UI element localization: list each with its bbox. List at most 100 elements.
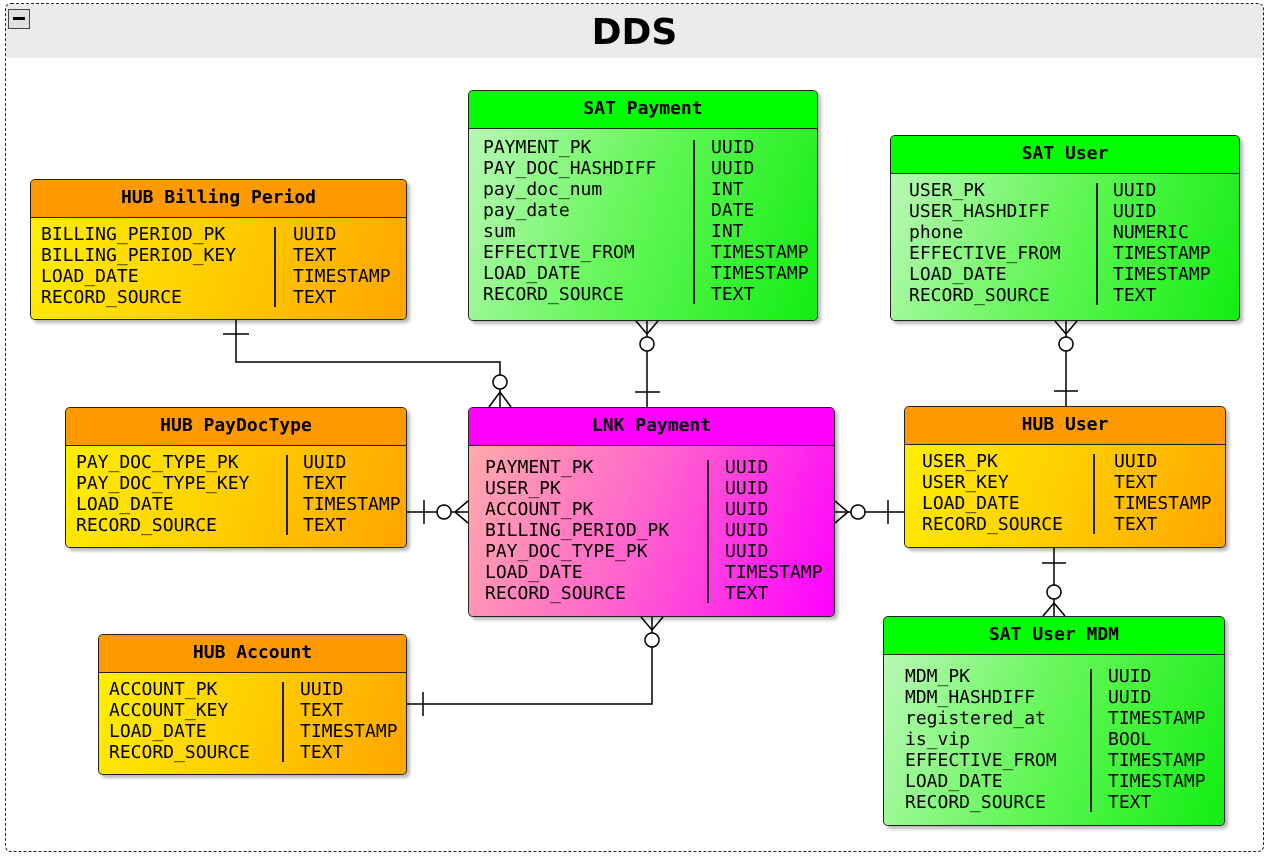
field-name: LOAD_DATE (76, 494, 174, 515)
field-row: EFFECTIVE_FROM TIMESTAMP (469, 242, 817, 263)
field-type: UUID (1113, 201, 1157, 222)
field-type: DATE (711, 200, 755, 221)
field-type: INT (711, 179, 744, 200)
field-name: BILLING_PERIOD_PK (41, 224, 226, 245)
column-divider (1090, 669, 1092, 812)
field-type: TIMESTAMP (300, 721, 398, 742)
crowfoot-marker (454, 511, 469, 524)
entity-title: HUB PayDocType (66, 408, 406, 446)
zero-marker (492, 374, 508, 390)
entity-title: HUB Billing Period (31, 180, 406, 218)
field-name: LOAD_DATE (485, 562, 583, 583)
field-name: RECORD_SOURCE (109, 742, 250, 763)
field-name: MDM_HASHDIFF (905, 687, 1036, 708)
field-name: is_vip (905, 729, 971, 750)
crowfoot-marker (834, 500, 849, 513)
crowfoot-marker (646, 320, 659, 335)
field-name: PAYMENT_PK (485, 457, 594, 478)
field-type: UUID (1108, 687, 1152, 708)
field-row: LOAD_DATE TIMESTAMP (884, 771, 1224, 792)
entity-title: LNK Payment (469, 408, 834, 446)
column-divider (1096, 183, 1098, 305)
collapse-icon[interactable] (8, 9, 30, 29)
field-type: TIMESTAMP (1108, 708, 1206, 729)
crowfoot-marker (488, 391, 501, 408)
entity-title: SAT Payment (469, 91, 817, 129)
field-type: UUID (725, 499, 769, 520)
package-title-bar: DDS (6, 4, 1263, 58)
field-name: ACCOUNT_KEY (109, 700, 229, 721)
field-type: UUID (725, 520, 769, 541)
field-name: sum (483, 221, 516, 242)
field-name: EFFECTIVE_FROM (905, 750, 1057, 771)
crowfoot-marker (651, 616, 664, 631)
zero-marker (850, 504, 866, 520)
column-divider (274, 227, 276, 307)
zero-marker (1046, 584, 1062, 600)
field-name: PAY_DOC_TYPE_KEY (76, 473, 250, 494)
field-type: UUID (1114, 451, 1158, 472)
field-type: TIMESTAMP (1113, 243, 1211, 264)
entity-title: HUB User (905, 407, 1225, 445)
field-type: TEXT (300, 700, 344, 721)
field-type: TIMESTAMP (293, 266, 391, 287)
field-type: UUID (1108, 666, 1152, 687)
field-name: RECORD_SOURCE (483, 284, 624, 305)
field-type: TIMESTAMP (1108, 771, 1206, 792)
field-name: RECORD_SOURCE (905, 792, 1046, 813)
field-name: EFFECTIVE_FROM (483, 242, 635, 263)
field-name: USER_PK (909, 180, 985, 201)
field-type: BOOL (1108, 729, 1152, 750)
field-type: TIMESTAMP (1113, 264, 1211, 285)
field-name: LOAD_DATE (905, 771, 1003, 792)
field-row: is_vip BOOL (884, 729, 1224, 750)
field-name: phone (909, 222, 964, 243)
field-type: TIMESTAMP (725, 562, 823, 583)
minus-icon (13, 17, 25, 20)
field-type: UUID (725, 541, 769, 562)
field-name: LOAD_DATE (922, 493, 1020, 514)
field-type: UUID (300, 679, 344, 700)
zero-marker (436, 504, 452, 520)
zero-marker (639, 336, 655, 352)
field-name: USER_KEY (922, 472, 1009, 493)
field-type: UUID (293, 224, 337, 245)
field-type: UUID (711, 137, 755, 158)
column-divider (286, 455, 288, 535)
field-type: TIMESTAMP (711, 242, 809, 263)
entity-title: HUB Account (99, 635, 406, 673)
package-title: DDS (591, 12, 678, 53)
field-name: LOAD_DATE (483, 263, 581, 284)
